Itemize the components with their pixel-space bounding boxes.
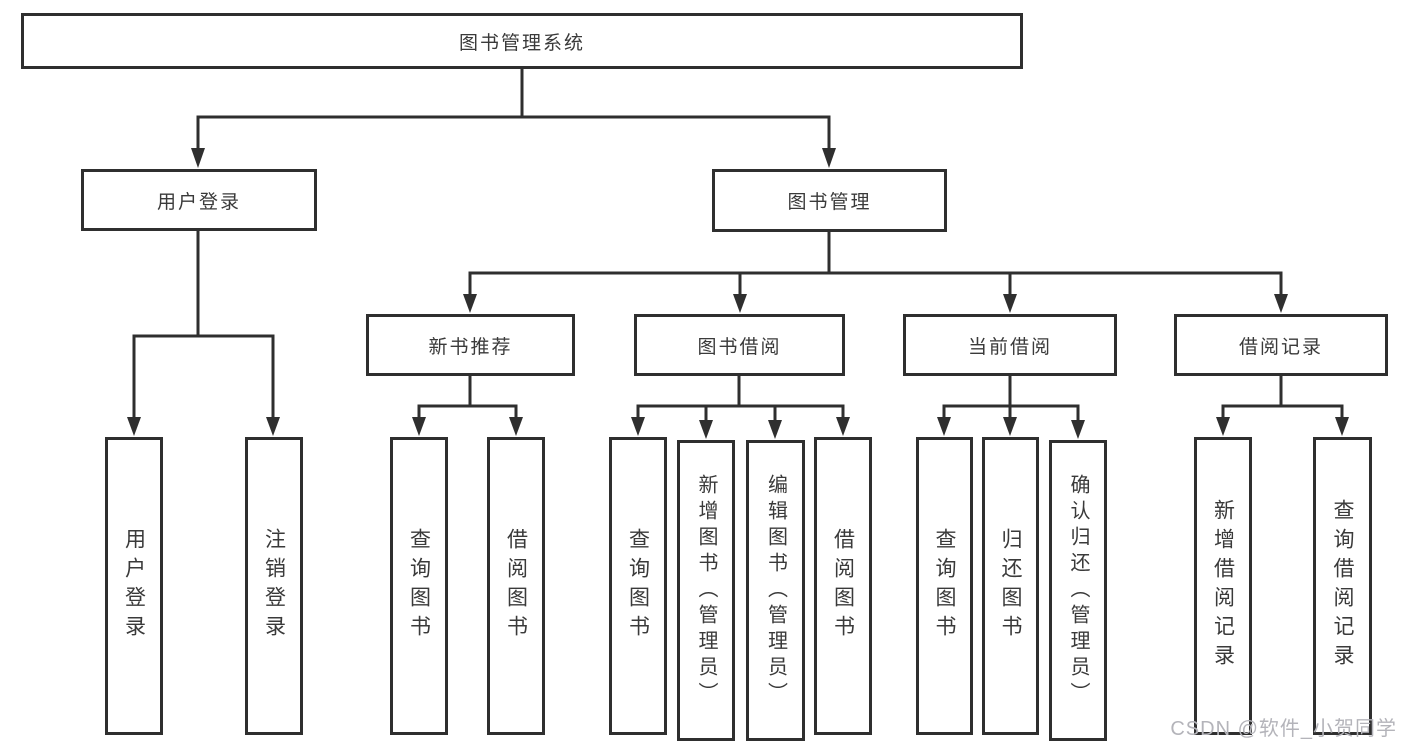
node-label: 图书管理系统 [458,32,585,54]
node-user-login: 用户登录 [81,169,317,231]
leaf-label: 确认归还（管理员） [1067,473,1089,708]
leaf-query-book-current: 查询图书 [916,437,973,735]
leaf-label: 注销登录 [262,528,286,644]
csdn-watermark: CSDN @软件_小贺同学 [1170,718,1397,740]
node-book-borrow: 图书借阅 [634,314,845,376]
leaf-label: 借阅图书 [504,528,528,644]
node-label: 用户登录 [156,191,241,213]
leaf-label: 新增借阅记录 [1211,499,1235,673]
leaf-add-book-admin: 新增图书（管理员） [677,440,735,741]
node-book-management: 图书管理 [712,169,947,232]
leaf-borrow-book: 借阅图书 [814,437,872,735]
node-label: 当前借阅 [967,336,1052,358]
node-new-book-recommend: 新书推荐 [366,314,575,376]
node-root-system: 图书管理系统 [21,13,1023,69]
leaf-confirm-return-admin: 确认归还（管理员） [1049,440,1107,741]
leaf-add-borrow-record: 新增借阅记录 [1194,437,1252,735]
leaf-label: 借阅图书 [831,528,855,644]
leaf-query-book-newbook: 查询图书 [390,437,448,735]
leaf-edit-book-admin: 编辑图书（管理员） [746,440,805,741]
leaf-label: 查询借阅记录 [1331,499,1354,673]
node-label: 借阅记录 [1238,336,1323,358]
leaf-borrow-book-newbook: 借阅图书 [487,437,545,735]
node-borrow-record: 借阅记录 [1174,314,1388,376]
leaf-return-book: 归还图书 [982,437,1039,735]
node-label: 图书管理 [787,192,872,213]
leaf-label: 编辑图书（管理员） [764,473,787,708]
node-label: 图书借阅 [697,336,782,358]
node-current-borrow: 当前借阅 [903,314,1117,376]
leaf-query-book-borrow: 查询图书 [609,437,667,735]
leaf-user-login: 用户登录 [105,437,163,735]
leaf-label: 新增图书（管理员） [695,473,717,708]
leaf-label: 查询图书 [933,528,956,644]
node-label: 新书推荐 [428,336,513,358]
leaf-logout-login: 注销登录 [245,437,303,735]
leaf-label: 用户登录 [122,528,146,644]
leaf-label: 归还图书 [999,528,1022,644]
leaf-query-borrow-record: 查询借阅记录 [1313,437,1372,735]
leaf-label: 查询图书 [626,528,650,644]
leaf-label: 查询图书 [407,528,431,644]
